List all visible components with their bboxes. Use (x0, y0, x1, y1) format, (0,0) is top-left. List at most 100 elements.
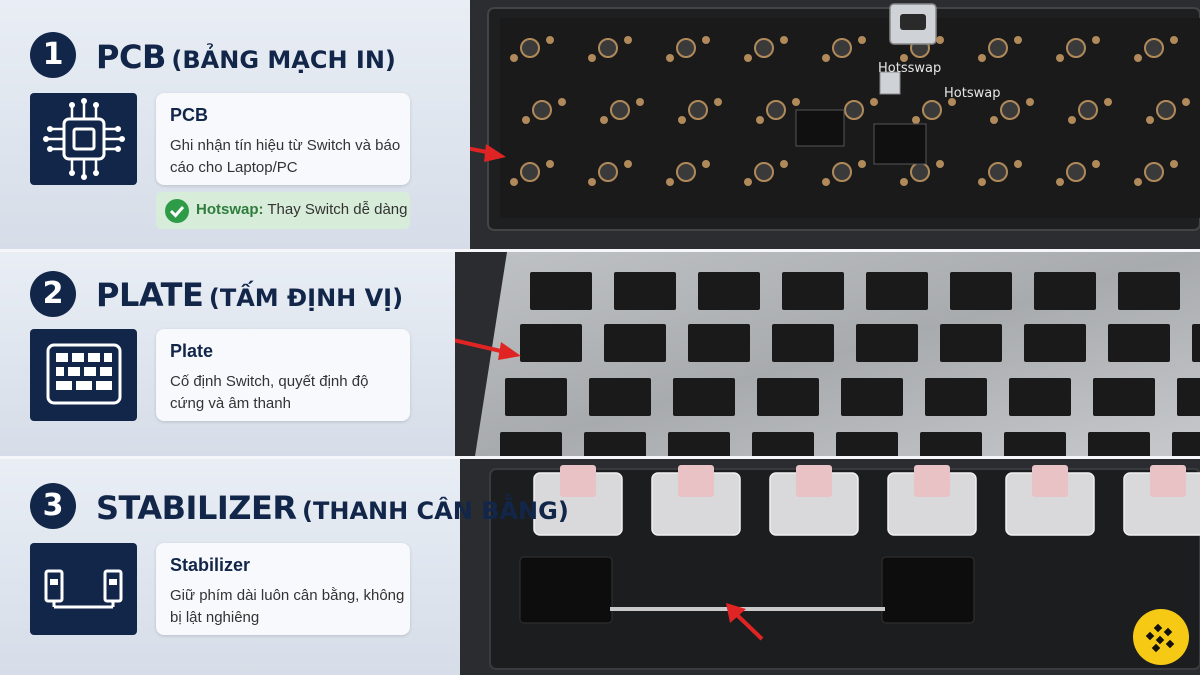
solder-pad (910, 162, 930, 182)
section-divider (0, 249, 1200, 252)
switch-cutout (920, 432, 982, 456)
solder-pad (610, 100, 630, 120)
solder-pad (598, 162, 618, 182)
pcb-photo-label-1: Hotsswap (878, 61, 941, 76)
solder-pad (858, 160, 866, 168)
card-description: Cố định Switch, quyết định độ cứng và âm… (170, 373, 369, 412)
card-description: Giữ phím dài luôn cân bằng, không bị lật… (170, 587, 405, 626)
switch-cutout (1192, 324, 1200, 362)
solder-pad (844, 100, 864, 120)
stabilizer-housing-left (519, 556, 613, 624)
switch-cutout (1172, 432, 1200, 456)
solder-pad (666, 54, 674, 62)
section-number: 2 (30, 271, 76, 317)
solder-pad (588, 178, 596, 186)
card-description: Ghi nhận tín hiệu từ Switch và báo cáo c… (170, 137, 401, 176)
card-title: Plate (170, 341, 214, 361)
section-title-main: PCB (96, 38, 166, 76)
solder-pad (1144, 162, 1164, 182)
solder-pad (744, 54, 752, 62)
keyboard-plate-icon (30, 329, 137, 421)
solder-pad (780, 160, 788, 168)
card-title: Stabilizer (170, 555, 251, 575)
switch-cutout (1024, 324, 1086, 362)
solder-pad (714, 98, 722, 106)
switch-cutout (688, 324, 750, 362)
switch-cutout (698, 272, 760, 310)
switch-cutout (1093, 378, 1155, 416)
section-divider (0, 456, 1200, 459)
plate-switch-cutouts (500, 272, 1200, 456)
solder-pad (598, 38, 618, 58)
solder-pad (832, 38, 852, 58)
switch-cutout (530, 272, 592, 310)
section-title-main: STABILIZER (96, 489, 297, 527)
solder-pad (900, 178, 908, 186)
switch-cutout (1004, 432, 1066, 456)
solder-pad (624, 160, 632, 168)
switch-cutout (1009, 378, 1071, 416)
section-plate: 2 PLATE (TẤM ĐỊNH VỊ) Plate Cố định Swit… (0, 252, 1200, 456)
solder-pad (948, 98, 956, 106)
solder-pad (1134, 54, 1142, 62)
switch-cutout (856, 324, 918, 362)
stabilizer-arrow-icon (726, 603, 764, 641)
switch-cutout (925, 378, 987, 416)
section-title: PCB (BẢNG MẠCH IN) (96, 38, 396, 76)
switch-cutout (668, 432, 730, 456)
solder-pad (754, 162, 774, 182)
section-title-sub: (TẤM ĐỊNH VỊ) (208, 284, 404, 312)
solder-pad (922, 100, 942, 120)
solder-pad (766, 100, 786, 120)
switch-cutout (500, 432, 562, 456)
card-title: PCB (170, 105, 209, 125)
switch-cutout (757, 378, 819, 416)
pcb-chip (795, 109, 845, 147)
stabilizer-info-card: Stabilizer Giữ phím dài luôn cân bằng, k… (156, 543, 410, 635)
solder-pad (756, 116, 764, 124)
solder-pad (1026, 98, 1034, 106)
solder-pad (754, 38, 774, 58)
solder-pad (1104, 98, 1112, 106)
section-number: 3 (30, 483, 76, 529)
solder-pad (744, 178, 752, 186)
solder-pad (1056, 178, 1064, 186)
pcb-solder-pads (510, 36, 1190, 186)
section-title-sub: (THANH CÂN BẰNG) (302, 497, 569, 525)
plate-photo (455, 252, 1200, 456)
switch-stem (560, 465, 596, 497)
solder-pad (1000, 100, 1020, 120)
solder-pad (510, 54, 518, 62)
solder-pad (676, 38, 696, 58)
solder-pad (990, 116, 998, 124)
solder-pad (1146, 116, 1154, 124)
solder-pad (780, 36, 788, 44)
chip-icon (30, 93, 137, 185)
solder-pad (678, 116, 686, 124)
stabilizer-photo (460, 459, 1200, 675)
solder-pad (520, 38, 540, 58)
solder-pad (636, 98, 644, 106)
solder-pad (1066, 162, 1086, 182)
solder-pad (978, 54, 986, 62)
pcb-arrow-icon (470, 144, 506, 162)
switch-cutout (505, 378, 567, 416)
section-number: 1 (30, 32, 76, 78)
solder-pad (1170, 160, 1178, 168)
switches (533, 465, 1200, 536)
solder-pad (936, 160, 944, 168)
solder-pad (988, 162, 1008, 182)
solder-pad (1134, 178, 1142, 186)
solder-pad (1170, 36, 1178, 44)
pcb-photo-label-2: Hotswap (944, 86, 1000, 101)
solder-pad (912, 116, 920, 124)
solder-pad (546, 36, 554, 44)
switch-cutout (1118, 272, 1180, 310)
switch-cutout (841, 378, 903, 416)
switch-cutout (752, 432, 814, 456)
pcb-microcontroller (873, 123, 927, 165)
switch-cutout (950, 272, 1012, 310)
switch-cutout (604, 324, 666, 362)
solder-pad (558, 98, 566, 106)
solder-pad (624, 36, 632, 44)
